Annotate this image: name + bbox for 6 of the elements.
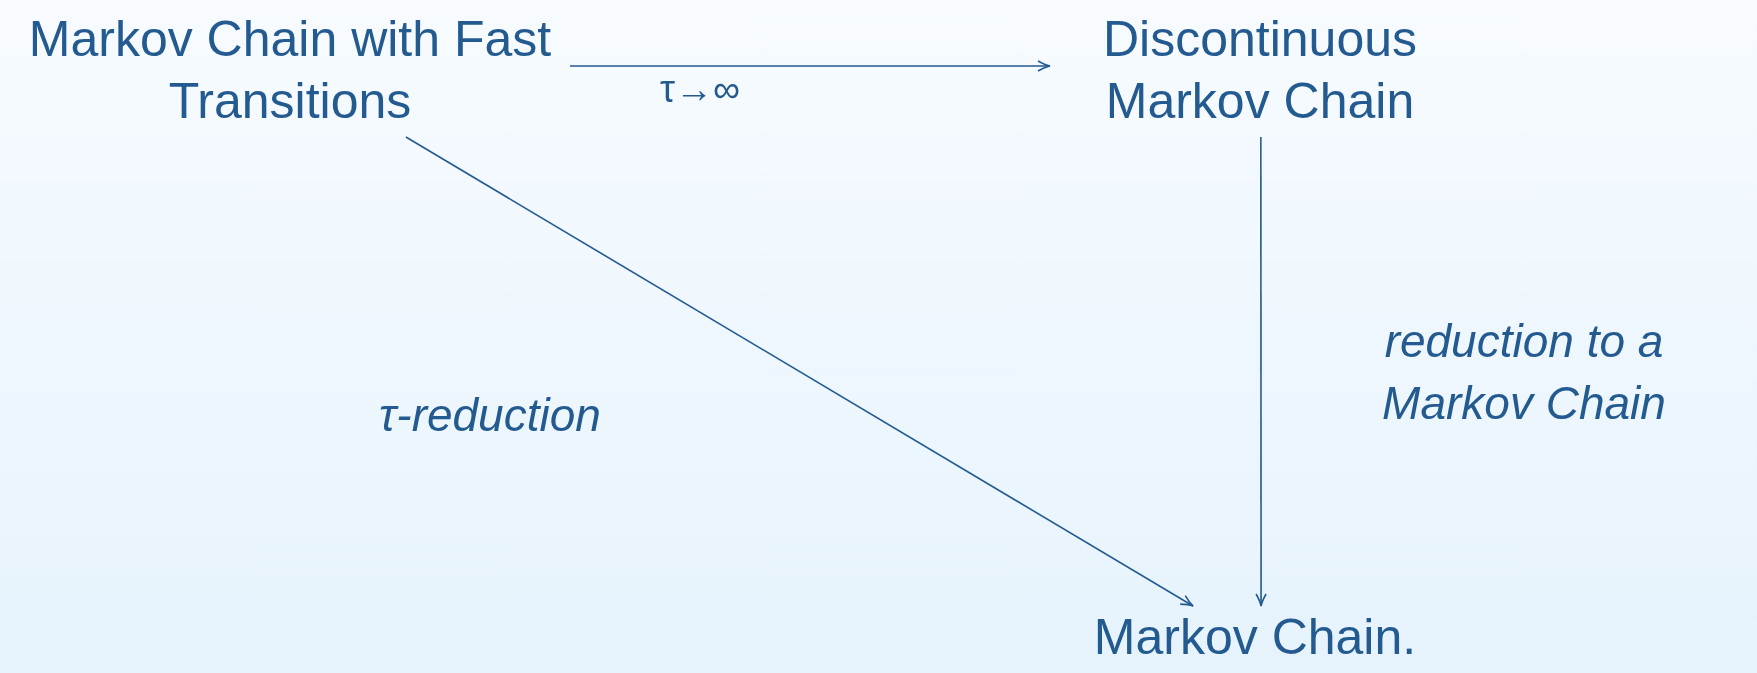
edge-label: τ-reduction: [378, 388, 602, 443]
node-label: Discontinuous Markov Chain: [1101, 10, 1419, 131]
node-label: Markov Chain.: [1093, 608, 1417, 667]
edge-label: τ→∞: [658, 67, 742, 112]
edge-label: reduction to a Markov Chain: [1381, 314, 1667, 432]
node-label: Markov Chain with Fast Transitions: [27, 10, 553, 131]
